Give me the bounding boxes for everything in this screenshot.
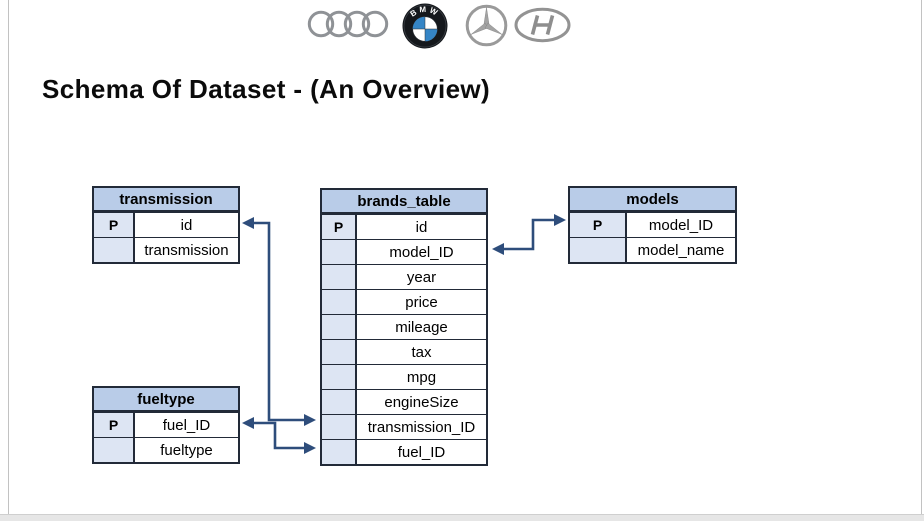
field-cell: model_ID xyxy=(627,213,735,237)
table-row: fuel_ID xyxy=(322,439,486,464)
hyundai-logo xyxy=(514,7,571,43)
outside-slide-strip xyxy=(0,515,924,521)
table-row: model_ID xyxy=(322,239,486,264)
key-cell xyxy=(570,238,627,262)
table-row: P model_ID xyxy=(570,212,735,237)
primary-key-cell: P xyxy=(322,215,357,239)
slide-bottom-border xyxy=(0,514,924,515)
key-cell xyxy=(322,365,357,389)
field-cell: fuel_ID xyxy=(135,413,238,437)
svg-text:BMW: BMW xyxy=(409,5,442,19)
mercedes-logo xyxy=(465,4,508,47)
field-cell: id xyxy=(135,213,238,237)
table-row: fueltype xyxy=(94,437,238,462)
table-row: transmission_ID xyxy=(322,414,486,439)
slide-right-border xyxy=(921,0,922,515)
field-cell: transmission_ID xyxy=(357,415,486,439)
table-row: engineSize xyxy=(322,389,486,414)
relation-arrow-fueltype xyxy=(242,417,316,454)
primary-key-cell: P xyxy=(570,213,627,237)
table-brands-title: brands_table xyxy=(322,190,486,214)
key-cell xyxy=(94,438,135,462)
table-row: transmission xyxy=(94,237,238,262)
key-cell xyxy=(322,315,357,339)
table-brands: brands_table P id model_ID year price mi… xyxy=(320,188,488,466)
key-cell xyxy=(322,415,357,439)
table-row: tax xyxy=(322,339,486,364)
table-row: P id xyxy=(322,214,486,239)
table-row: mileage xyxy=(322,314,486,339)
key-cell xyxy=(322,340,357,364)
audi-logo xyxy=(307,10,389,38)
field-cell: year xyxy=(357,265,486,289)
table-row: model_name xyxy=(570,237,735,262)
field-cell: model_name xyxy=(627,238,735,262)
table-transmission: transmission P id transmission xyxy=(92,186,240,264)
field-cell: id xyxy=(357,215,486,239)
field-cell: fueltype xyxy=(135,438,238,462)
key-cell xyxy=(94,238,135,262)
field-cell: mpg xyxy=(357,365,486,389)
table-row: year xyxy=(322,264,486,289)
field-cell: model_ID xyxy=(357,240,486,264)
key-cell xyxy=(322,290,357,314)
relation-arrow-transmission xyxy=(242,217,316,426)
key-cell xyxy=(322,265,357,289)
table-models-title: models xyxy=(570,188,735,212)
table-row: price xyxy=(322,289,486,314)
field-cell: mileage xyxy=(357,315,486,339)
table-row: mpg xyxy=(322,364,486,389)
field-cell: tax xyxy=(357,340,486,364)
field-cell: fuel_ID xyxy=(357,440,486,464)
bmw-logo: BMW xyxy=(402,3,448,49)
field-cell: engineSize xyxy=(357,390,486,414)
table-models: models P model_ID model_name xyxy=(568,186,737,264)
primary-key-cell: P xyxy=(94,413,135,437)
table-row: P id xyxy=(94,212,238,237)
key-cell xyxy=(322,390,357,414)
field-cell: transmission xyxy=(135,238,238,262)
table-transmission-title: transmission xyxy=(94,188,238,212)
slide-left-border xyxy=(8,0,9,515)
relation-arrow-models xyxy=(492,214,566,255)
field-cell: price xyxy=(357,290,486,314)
primary-key-cell: P xyxy=(94,213,135,237)
table-fueltype-title: fueltype xyxy=(94,388,238,412)
key-cell xyxy=(322,440,357,464)
table-fueltype: fueltype P fuel_ID fueltype xyxy=(92,386,240,464)
table-row: P fuel_ID xyxy=(94,412,238,437)
key-cell xyxy=(322,240,357,264)
slide-title: Schema Of Dataset - (An Overview) xyxy=(42,74,491,104)
